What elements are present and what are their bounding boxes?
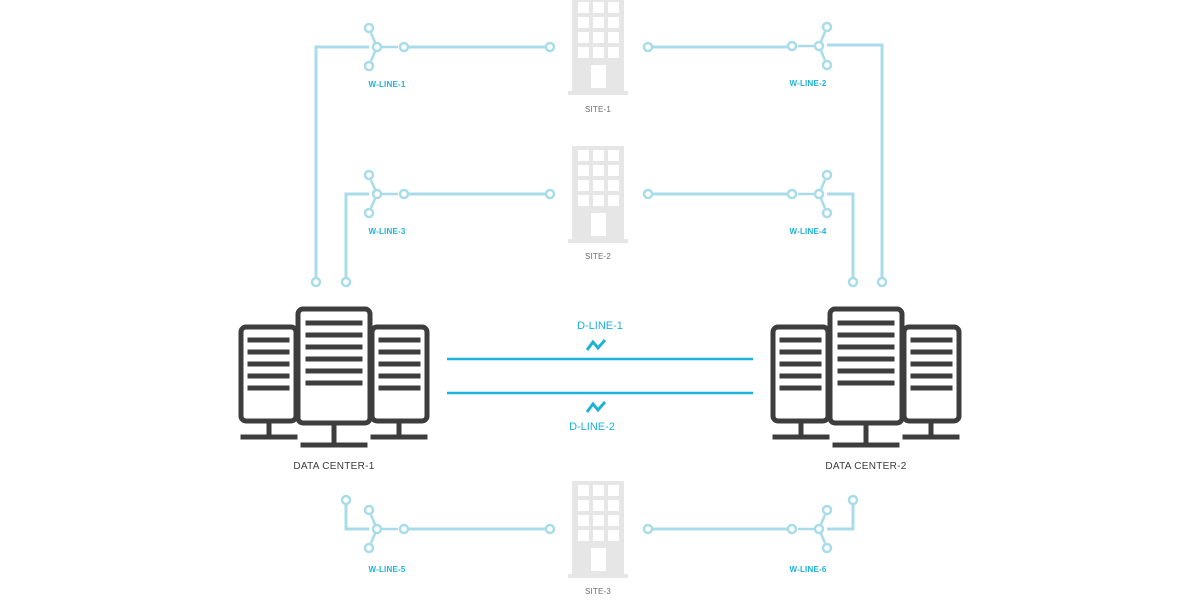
site-2-building-icon[interactable] [568, 146, 628, 243]
d-line-2-label: D-LINE-2 [569, 421, 615, 433]
terminal-dot [847, 276, 859, 288]
w-line-1-wire [314, 45, 369, 278]
terminal-dot [847, 494, 859, 506]
site-3-label: SITE-3 [584, 587, 612, 596]
d-line-1-label: D-LINE-1 [577, 320, 623, 332]
w-line-6-label: W-LINE-6 [789, 565, 827, 574]
terminal-dot [544, 523, 556, 535]
data-center-1-label: DATA CENTER-1 [293, 461, 375, 472]
w-line-4-label: W-LINE-4 [789, 227, 827, 236]
site-3-building-icon[interactable] [568, 481, 628, 578]
w-line-2-wire [827, 43, 884, 278]
terminal-dot [642, 41, 654, 53]
w-line-2-label: W-LINE-2 [789, 79, 827, 88]
w-line-4-wire [827, 192, 855, 278]
site-1-building-icon[interactable] [568, 0, 628, 95]
terminal-dot [876, 276, 888, 288]
data-center-2-server-rack-icon[interactable] [773, 309, 959, 445]
data-center-1-server-rack-icon[interactable] [241, 309, 427, 445]
w-line-4-switch-icon[interactable] [786, 169, 833, 219]
w-line-5-switch-icon[interactable] [363, 504, 410, 554]
w-line-3-wire [344, 192, 369, 278]
data-center-2-label: DATA CENTER-2 [825, 461, 907, 472]
w-line-6-switch-icon[interactable] [786, 504, 833, 554]
w-line-6-wire [827, 504, 855, 531]
w-line-2-switch-icon[interactable] [786, 21, 833, 71]
w-line-5-label: W-LINE-5 [368, 565, 406, 574]
w-line-1-switch-icon[interactable] [363, 22, 410, 72]
terminal-dot [642, 523, 654, 535]
terminal-dot [310, 276, 322, 288]
terminal-dot [544, 41, 556, 53]
site-2-label: SITE-2 [584, 252, 612, 261]
w-line-5-wire [344, 504, 369, 531]
terminal-dot [642, 188, 654, 200]
terminal-dot [544, 188, 556, 200]
d-line-2-lightning-icon [585, 400, 607, 414]
terminal-dot [340, 494, 352, 506]
site-1-label: SITE-1 [584, 105, 612, 114]
w-line-1-label: W-LINE-1 [368, 80, 406, 89]
w-line-3-label: W-LINE-3 [368, 227, 406, 236]
w-line-3-switch-icon[interactable] [363, 169, 410, 219]
terminal-dot [340, 276, 352, 288]
d-line-1-lightning-icon [585, 338, 607, 352]
